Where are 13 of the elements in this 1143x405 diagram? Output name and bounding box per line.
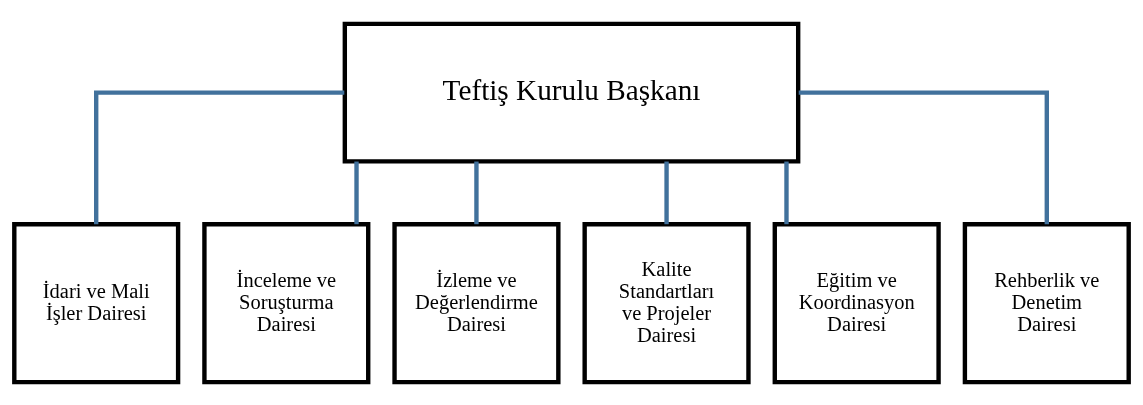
connector [664, 161, 669, 224]
node-box: Kalite Standartları ve Projeler Dairesi [582, 221, 751, 384]
connector [784, 161, 789, 224]
node-box: Teftiş Kurulu Başkanı [342, 21, 801, 163]
connector [798, 89, 1049, 224]
node-box: İdari ve Mali İşler Dairesi [12, 221, 181, 384]
node-box: İzleme ve Değerlendirme Dairesi [392, 221, 561, 384]
node-box: Rehberlik ve Denetim Dairesi [962, 221, 1131, 384]
connector [94, 89, 345, 224]
connector [474, 161, 479, 224]
connector [354, 161, 359, 224]
node-box: Eğitim ve Koordinasyon Dairesi [772, 221, 941, 384]
node-box: İnceleme ve Soruşturma Dairesi [202, 221, 371, 384]
